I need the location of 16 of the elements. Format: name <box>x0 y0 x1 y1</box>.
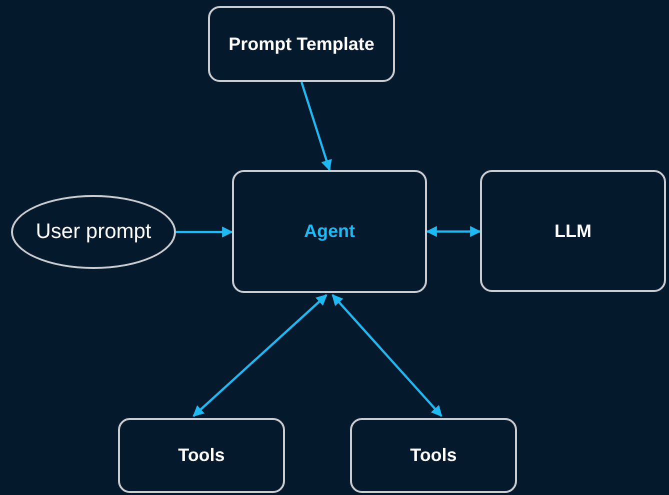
process-box <box>232 170 427 293</box>
process-box <box>350 418 517 493</box>
arrow <box>176 226 234 238</box>
node-label: Tools <box>177 445 226 466</box>
process-box <box>480 170 666 292</box>
node-label: Prompt Template <box>228 34 376 54</box>
arrow <box>300 82 332 172</box>
process-box <box>118 418 285 493</box>
node-label: Agent <box>303 221 356 242</box>
node-label: User prompt <box>34 220 152 244</box>
arrow <box>192 294 328 417</box>
arrow <box>332 294 442 417</box>
arrow <box>426 226 482 237</box>
node-label: LLM <box>554 220 592 242</box>
process-box <box>208 6 395 82</box>
node-label: Tools <box>409 445 458 466</box>
